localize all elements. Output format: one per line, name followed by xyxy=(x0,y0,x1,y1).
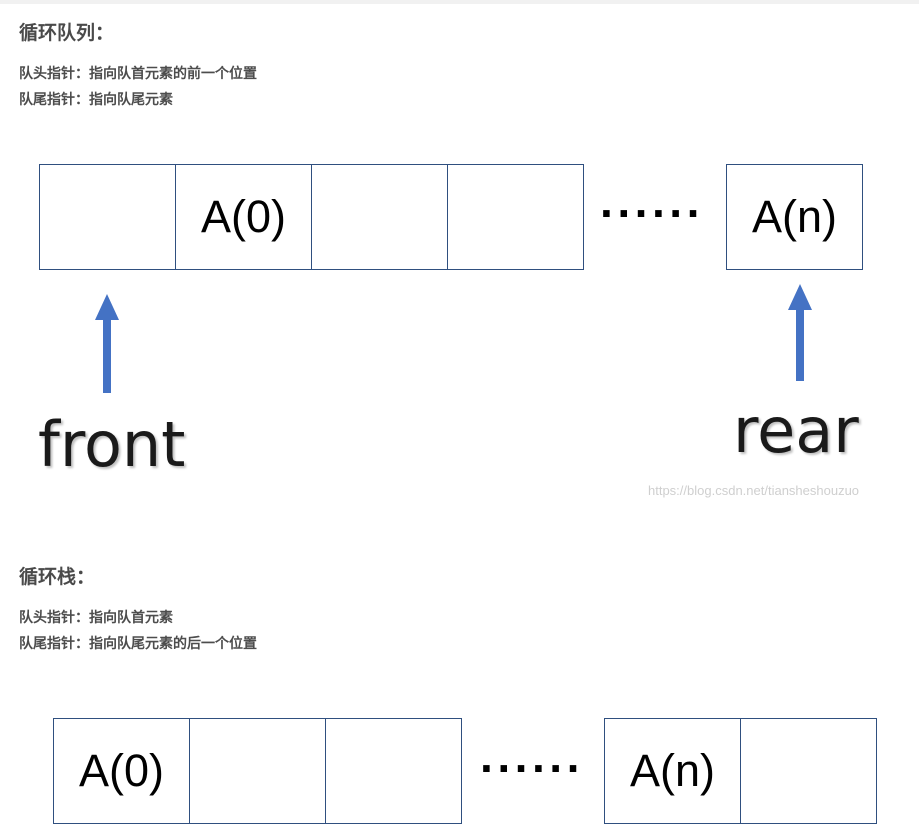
front-label: front xyxy=(38,408,186,481)
stack-cell-1 xyxy=(189,718,326,824)
queue-rear-note: 队尾指针：指向队尾元素 xyxy=(19,92,173,108)
watermark: https://blog.csdn.net/tiansheshouzuo xyxy=(648,483,860,498)
rear-arrow-icon xyxy=(788,284,812,381)
queue-heading: 循环队列： xyxy=(19,22,115,44)
queue-ellipsis: ······ xyxy=(600,187,704,239)
queue-front-note: 队头指针：指向队首元素的前一个位置 xyxy=(19,66,257,82)
top-divider xyxy=(0,0,919,4)
front-arrow-icon xyxy=(95,294,119,393)
queue-cell-2 xyxy=(311,164,448,270)
stack-cell-n: A(n) xyxy=(604,718,741,824)
stack-rear-note: 队尾指针：指向队尾元素的后一个位置 xyxy=(19,636,257,652)
stack-cell-2 xyxy=(325,718,462,824)
queue-cell-0 xyxy=(39,164,176,270)
stack-ellipsis: ······ xyxy=(480,742,584,794)
stack-cell-0: A(0) xyxy=(53,718,190,824)
stack-front-note: 队头指针：指向队首元素 xyxy=(19,610,173,626)
stack-heading: 循环栈： xyxy=(19,566,96,588)
rear-label: rear xyxy=(733,394,859,467)
queue-cell-last: A(n) xyxy=(726,164,863,270)
queue-cell-3 xyxy=(447,164,584,270)
stack-cell-after-n xyxy=(740,718,877,824)
queue-cell-1: A(0) xyxy=(175,164,312,270)
